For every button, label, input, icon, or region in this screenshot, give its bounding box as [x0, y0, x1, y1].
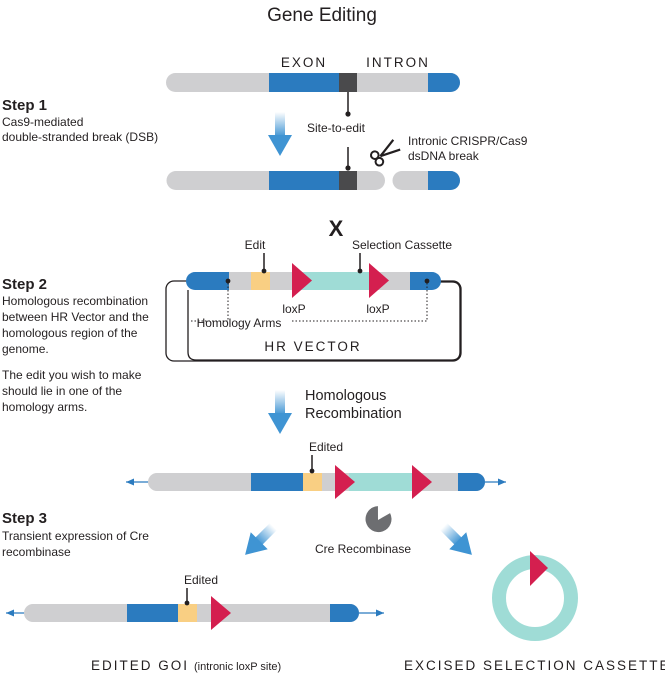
homologous-label-line1: Homologous: [305, 388, 386, 404]
step2-line1: Homologous recombination: [2, 294, 148, 308]
edit-label: Edit: [245, 238, 266, 252]
homologous-label-line2: Recombination: [305, 406, 402, 422]
process-arrow-icon: [268, 390, 292, 434]
edited-segment: [303, 473, 322, 491]
scissors-icon: [369, 139, 401, 167]
pacman-enzyme-icon: [365, 506, 392, 533]
step2-note3: homology arms.: [2, 400, 87, 414]
break-label-line1: Intronic CRISPR/Cas9: [408, 134, 528, 148]
hr-vector-backbone: [187, 281, 461, 361]
step1-heading: Step 1: [2, 97, 47, 114]
step1-line2: double-stranded break (DSB): [2, 130, 158, 144]
page-title: Gene Editing: [267, 5, 377, 26]
selection-cassette-label: Selection Cassette: [352, 238, 452, 252]
edited-label-goi: Edited: [184, 573, 218, 587]
loxp-label-left: loxP: [282, 302, 305, 316]
step2-note1: The edit you wish to make: [2, 368, 142, 382]
loxp-label-right: loxP: [366, 302, 389, 316]
step2-heading: Step 2: [2, 276, 47, 293]
intron-label: INTRON: [366, 55, 430, 70]
broken-locus: [166, 171, 461, 190]
left-arrowhead: [126, 478, 134, 486]
cre-recombinase-label: Cre Recombinase: [315, 542, 411, 556]
process-arrow-icon: [245, 523, 277, 555]
hr-vector-insert: [186, 272, 441, 290]
edited-goi-locus: [24, 604, 359, 622]
loxp-site-right: [412, 465, 432, 499]
selection-cassette-segment: [349, 473, 413, 491]
edited-goi-note: (intronic loxP site): [194, 661, 281, 673]
right-arrowhead: [498, 478, 506, 486]
loxp-site-excised: [530, 551, 548, 586]
hr-vector-label: HR VECTOR: [264, 339, 361, 354]
homology-arms-label: Homology Arms: [197, 316, 282, 330]
edited-segment: [178, 604, 197, 622]
loxp-site-left: [292, 263, 312, 298]
selection-cassette-segment: [297, 272, 375, 290]
step1-line1: Cas9-mediated: [2, 115, 83, 129]
excised-cassette-label: EXCISED SELECTION CASSETTE: [404, 658, 665, 673]
edited-label: Edited: [309, 440, 343, 454]
site-pin-dot: [345, 111, 351, 117]
break-label-line2: dsDNA break: [408, 149, 480, 163]
exon-segment: [269, 73, 339, 92]
edit-segment: [251, 272, 270, 290]
process-arrow-icon: [440, 523, 472, 555]
site-pin-dot-lower: [345, 165, 351, 171]
loxp-site-left: [335, 465, 355, 499]
step2-line2: between HR Vector and the: [2, 310, 149, 324]
exon-label: EXON: [281, 55, 327, 70]
step2-line4: genome.: [2, 342, 49, 356]
edited-goi-label: EDITED GOI: [91, 658, 189, 673]
cross-mark: X: [329, 216, 344, 241]
site-to-edit-segment: [339, 73, 357, 92]
loxp-site-remaining: [211, 596, 231, 630]
loxp-site-right: [369, 263, 389, 298]
site-to-edit-label: Site-to-edit: [307, 121, 366, 135]
step3-line2: recombinase: [2, 545, 71, 559]
genomic-locus: [166, 73, 461, 92]
process-arrow-icon: [268, 112, 292, 156]
exon-segment-right: [428, 73, 461, 92]
step3-heading: Step 3: [2, 510, 47, 527]
step2-note2: should lie in one of the: [2, 384, 122, 398]
step3-line1: Transient expression of Cre: [2, 529, 149, 543]
recombined-locus: [148, 473, 485, 491]
step2-line3: homologous region of the: [2, 326, 138, 340]
